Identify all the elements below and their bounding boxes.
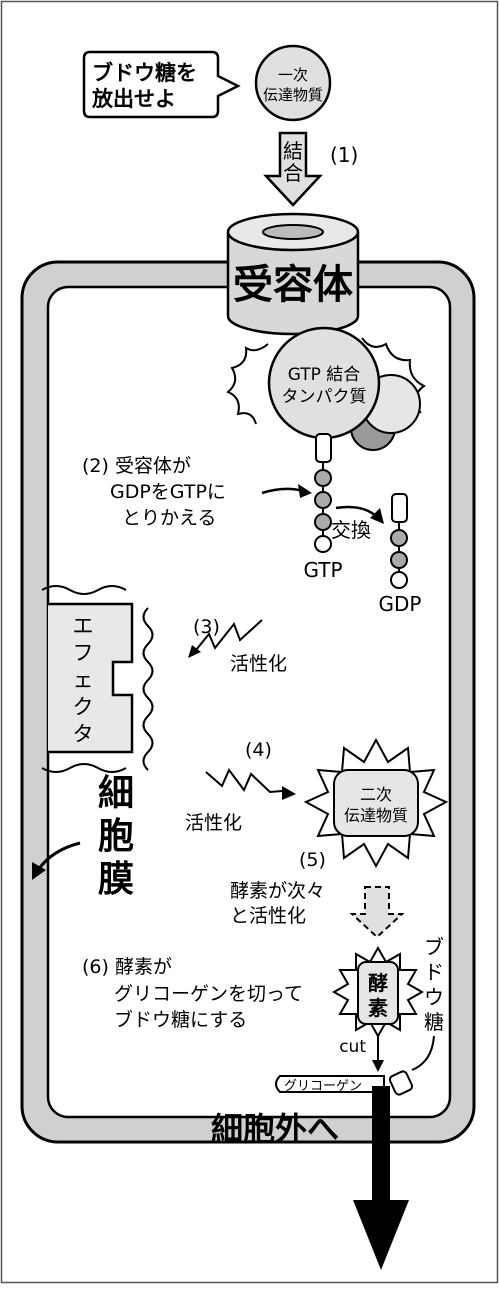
- gdp-chain-head: [391, 493, 408, 523]
- step-3-zigzag: [195, 619, 263, 651]
- receptor: [226, 232, 360, 336]
- membrane-char-2: 胞: [98, 816, 134, 857]
- membrane-arrow-head: [32, 862, 46, 880]
- gtp-chain-head: [315, 433, 332, 463]
- activate-2-label: 活性化: [185, 812, 242, 834]
- gdp-phosphate-1: [390, 529, 408, 547]
- step-5-line-1: 酵素が次々: [230, 880, 325, 902]
- effector-char-1: エ: [73, 614, 94, 638]
- step-6-line-2: グリコーゲンを切って: [114, 983, 303, 1005]
- gdp-label: GDP: [379, 592, 422, 616]
- glucose-char-1: ブ: [424, 935, 444, 959]
- receptor-label: 受容体: [233, 262, 353, 308]
- exchange-arrow: [335, 505, 377, 517]
- exchange-label: 交換: [331, 518, 371, 542]
- receptor-hole: [262, 224, 324, 240]
- speech-line-1: ブドウ糖を: [92, 61, 197, 85]
- step-2-line-2: GDPをGTPに: [110, 481, 226, 503]
- step-6-line-1: (6) 酵素が: [82, 956, 172, 978]
- bind-label-2: 合: [283, 161, 303, 185]
- speech-line-2: 放出せよ: [91, 87, 176, 111]
- enzyme: [357, 961, 399, 1025]
- step-5-label: (5): [299, 849, 326, 871]
- glycogen: [275, 1075, 385, 1093]
- cut-arrow-head: [372, 1060, 384, 1072]
- effector-char-3: ェ: [73, 668, 94, 692]
- glycogen-label: グリコーゲン: [284, 1079, 362, 1094]
- step-5-line-2: と活性化: [230, 905, 306, 927]
- enzyme-char-1: 酵: [368, 971, 388, 995]
- bind-label-1: 結: [283, 139, 303, 163]
- exchange-arrow-head: [370, 508, 384, 524]
- outside-arrow-head: [353, 1200, 409, 1270]
- gtp-phosphate-4: [314, 535, 332, 553]
- first-messenger-line-1: 一次: [278, 66, 308, 84]
- second-messenger-line-2: 伝達物質: [344, 806, 408, 825]
- bind-arrow: [263, 131, 323, 207]
- second-messenger: [333, 769, 419, 837]
- cut-label: cut: [339, 1037, 366, 1057]
- enzyme-char-2: 素: [368, 996, 388, 1020]
- gdp-phosphate-3: [390, 571, 408, 589]
- step-3-label: (3): [193, 616, 220, 638]
- membrane-arrow: [36, 841, 81, 871]
- effector-char-2: フ: [73, 641, 94, 665]
- glucose-pointer: [411, 1035, 435, 1071]
- effector-membrane-top: [41, 585, 127, 595]
- step-2-line-1: (2) 受容体が: [82, 455, 191, 477]
- glucose-char-3: ウ: [424, 985, 444, 1009]
- membrane-char-3: 膜: [98, 859, 134, 900]
- gtp-phosphate-1: [314, 469, 332, 487]
- effector-membrane-bottom: [41, 763, 127, 773]
- step-1-label: (1): [330, 143, 358, 167]
- glucose-fragment: [388, 1070, 414, 1096]
- effector-char-4: ク: [73, 695, 94, 719]
- glucose-char-2: ド: [424, 960, 444, 984]
- step-3-arrow-head: [188, 645, 201, 658]
- gtp-label: GTP: [303, 558, 342, 582]
- step-4-label: (4): [245, 739, 272, 761]
- speech-bubble: [82, 50, 241, 119]
- effector: [48, 602, 134, 754]
- outside-label: 細胞外へ: [211, 1110, 339, 1148]
- effector-char-5: タ: [73, 722, 94, 746]
- step-6-line-3: ブドウ糖にする: [114, 1008, 247, 1031]
- first-messenger-line-2: 伝達物質: [263, 86, 323, 104]
- step-5-dashed-arrow: [349, 886, 405, 939]
- g-protein-wave-left: [226, 343, 269, 425]
- membrane-char-1: 細: [98, 773, 134, 814]
- gdp-phosphate-2: [390, 551, 408, 569]
- gtp-phosphate-2: [314, 491, 332, 509]
- step-2-line-3: とりかえる: [122, 507, 216, 529]
- step-2-arrow-head: [298, 484, 312, 498]
- gtp-protein-line-2: タンパク質: [282, 387, 367, 407]
- effector-membrane-right: [142, 607, 154, 771]
- step-4-zigzag: [205, 768, 283, 794]
- first-messenger: [254, 44, 332, 122]
- activate-1-label: 活性化: [230, 653, 287, 675]
- glucose-char-4: 糖: [424, 1010, 444, 1034]
- gtp-protein-line-1: GTP 結合: [288, 365, 361, 385]
- step-4-arrow-head: [282, 786, 296, 800]
- gtp-phosphate-3: [314, 513, 332, 531]
- outside-arrow-shaft: [372, 1086, 390, 1206]
- second-messenger-line-1: 二次: [360, 785, 392, 804]
